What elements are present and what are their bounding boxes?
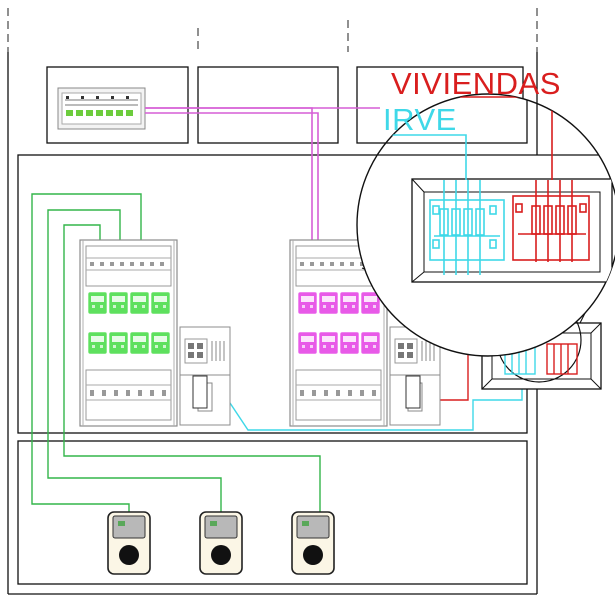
viviendas-switch xyxy=(405,375,421,409)
dashed-section-markers xyxy=(7,8,538,52)
ev-charger-2 xyxy=(199,511,243,575)
magnified-detail: VIVIENDAS IRVE xyxy=(356,66,615,357)
feed-lines xyxy=(145,107,380,240)
charger-lines xyxy=(31,193,321,512)
ev-charger-1 xyxy=(107,511,151,575)
meter-cabinet-irve xyxy=(79,239,178,427)
label-viviendas: VIVIENDAS xyxy=(391,66,561,101)
main-protection-panel xyxy=(57,87,146,130)
label-irve: IRVE xyxy=(383,102,457,137)
irve-switch xyxy=(192,375,208,409)
ev-charger-3 xyxy=(291,511,335,575)
